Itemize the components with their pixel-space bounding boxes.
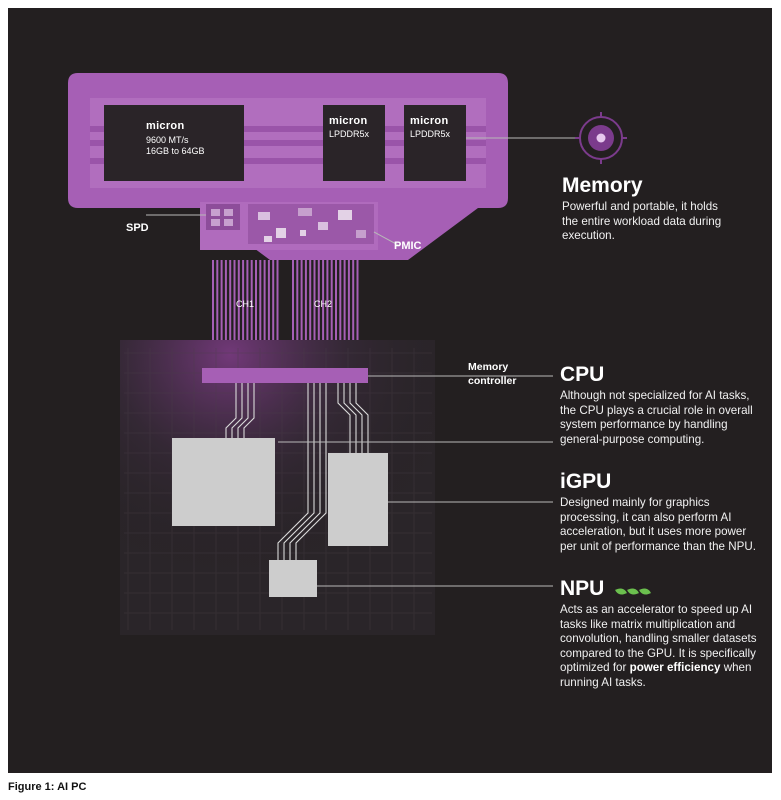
main-chip-text: micron 9600 MT/s 16GB to 64GB	[146, 121, 205, 157]
igpu-title: iGPU	[560, 470, 612, 493]
memory-description: Powerful and portable, it holds the enti…	[562, 200, 722, 243]
npu-die	[269, 560, 317, 597]
igpu-die	[328, 453, 388, 546]
ch1-label: CH1	[236, 299, 255, 309]
memory-chip-lpddr5x-1	[323, 105, 385, 181]
leaf-icon	[614, 577, 652, 600]
figure-caption: Figure 1: AI PC	[8, 781, 87, 793]
ch2-label: CH2	[314, 299, 333, 309]
main-chip-capacity: 16GB to 64GB	[146, 146, 205, 156]
spd-label: SPD	[126, 222, 149, 234]
memory-chip-main	[104, 105, 244, 181]
cpu-title: CPU	[560, 363, 605, 386]
igpu-description: Designed mainly for graphics processing,…	[560, 496, 756, 553]
cpu-description: Although not specialized for AI tasks, t…	[560, 389, 753, 446]
npu-description-emphasis: power efficiency	[629, 661, 721, 675]
main-chip-brand: micron	[146, 120, 185, 132]
cpu-callout: CPU Although not specialized for AI task…	[560, 364, 760, 447]
npu-description-end: when running AI tasks.	[560, 661, 752, 689]
chip2-text: micron LPDDR5x	[329, 116, 369, 140]
memory-target-icon	[575, 112, 627, 164]
chip3-brand: micron	[410, 115, 449, 127]
figure-panel: micron 9600 MT/s 16GB to 64GB micron LPD…	[8, 8, 772, 773]
npu-description: Acts as an accelerator to speed up AI ta…	[560, 603, 760, 691]
npu-title-row: NPU	[560, 578, 760, 600]
main-chip-speed: 9600 MT/s	[146, 135, 189, 145]
memory-controller-label: Memory controller	[468, 361, 517, 387]
chip3-text: micron LPDDR5x	[410, 116, 450, 140]
ai-pc-diagram	[68, 73, 627, 635]
igpu-callout: iGPU Designed mainly for graphics proces…	[560, 471, 760, 554]
leader-lines	[146, 137, 578, 587]
npu-title: NPU	[560, 577, 605, 600]
npu-callout: NPU Acts as an accelerator to speed up A…	[560, 578, 760, 691]
chip2-type: LPDDR5x	[329, 129, 370, 139]
memory-callout: Memory Powerful and portable, it holds t…	[562, 175, 762, 244]
pmic-label: PMIC	[394, 240, 422, 252]
memory-controller-block	[202, 368, 368, 383]
memory-chip-lpddr5x-2	[404, 105, 466, 181]
memory-title: Memory	[562, 174, 643, 197]
chip2-brand: micron	[329, 115, 368, 127]
cpu-die	[172, 438, 275, 526]
chip3-type: LPDDR5x	[410, 129, 451, 139]
channel-traces	[212, 260, 359, 353]
spd-chip	[206, 204, 240, 230]
controller-traces	[225, 383, 369, 560]
npu-description-start: Acts as an accelerator to speed up AI ta…	[560, 603, 757, 675]
